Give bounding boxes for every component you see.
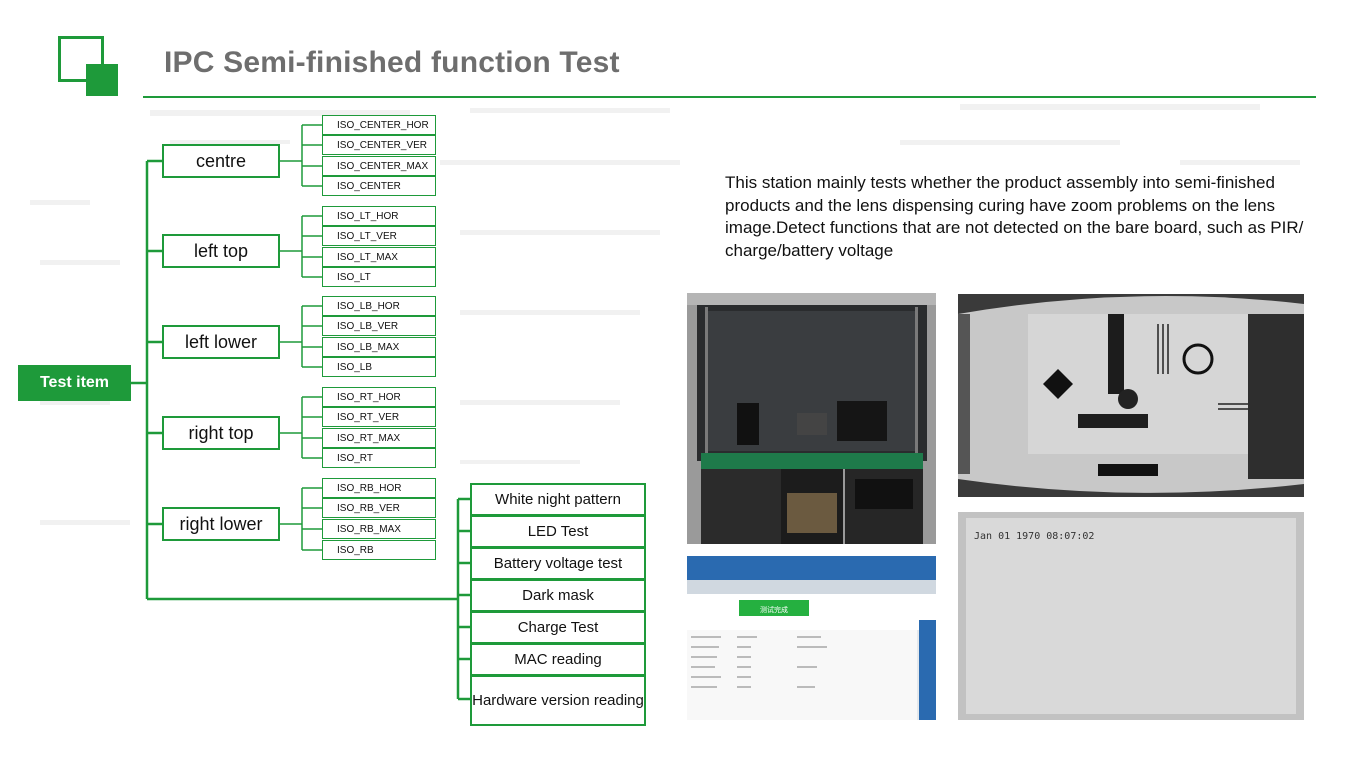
station-description: This station mainly tests whether the pr… <box>725 173 1304 260</box>
sub-item: ISO_LT_MAX <box>322 247 436 267</box>
sub-item: ISO_CENTER_HOR <box>322 115 436 135</box>
test-white-night-pattern: White night pattern <box>470 483 646 516</box>
test-mac-reading: MAC reading <box>470 643 646 676</box>
sub-item: ISO_LB_VER <box>322 316 436 336</box>
sub-item: ISO_RB_VER <box>322 498 436 518</box>
resolution-chart-photo <box>958 294 1304 497</box>
sub-item: ISO_RT_HOR <box>322 387 436 407</box>
software-status-button-text: 测试完成 <box>760 605 788 614</box>
test-hardware-version-reading: Hardware version reading <box>470 675 646 726</box>
background-texture <box>30 104 1300 525</box>
sub-item: ISO_LB_HOR <box>322 296 436 316</box>
software-screen-photo: 测试完成 <box>687 556 936 720</box>
sub-item: ISO_LT_VER <box>322 226 436 246</box>
sub-item: ISO_RB <box>322 540 436 560</box>
camera-timestamp: Jan 01 1970 08:07:02 <box>974 531 1094 542</box>
test-led: LED Test <box>470 515 646 548</box>
category-left-top: left top <box>162 234 280 268</box>
sub-item: ISO_CENTER_VER <box>322 135 436 155</box>
category-right-lower: right lower <box>162 507 280 541</box>
test-battery-voltage: Battery voltage test <box>470 547 646 580</box>
sub-item: ISO_RT_VER <box>322 407 436 427</box>
category-centre: centre <box>162 144 280 178</box>
sub-item: ISO_RT <box>322 448 436 468</box>
root-node-test-item: Test item <box>18 365 131 401</box>
title-underline <box>143 96 1316 98</box>
sub-item: ISO_LB <box>322 357 436 377</box>
test-charge: Charge Test <box>470 611 646 644</box>
sub-item: ISO_RB_HOR <box>322 478 436 498</box>
test-station-photo <box>687 293 936 544</box>
sub-item: ISO_CENTER <box>322 176 436 196</box>
white-screen-photo: Jan 01 1970 08:07:02 <box>958 512 1304 720</box>
category-right-top: right top <box>162 416 280 450</box>
logo-filled-square <box>86 64 118 96</box>
sub-item: ISO_LB_MAX <box>322 337 436 357</box>
sub-item: ISO_RB_MAX <box>322 519 436 539</box>
category-left-lower: left lower <box>162 325 280 359</box>
sub-item: ISO_LT_HOR <box>322 206 436 226</box>
page-title: IPC Semi-finished function Test <box>164 46 620 79</box>
sub-item: ISO_CENTER_MAX <box>322 156 436 176</box>
test-dark-mask: Dark mask <box>470 579 646 612</box>
sub-item: ISO_LT <box>322 267 436 287</box>
sub-item: ISO_RT_MAX <box>322 428 436 448</box>
